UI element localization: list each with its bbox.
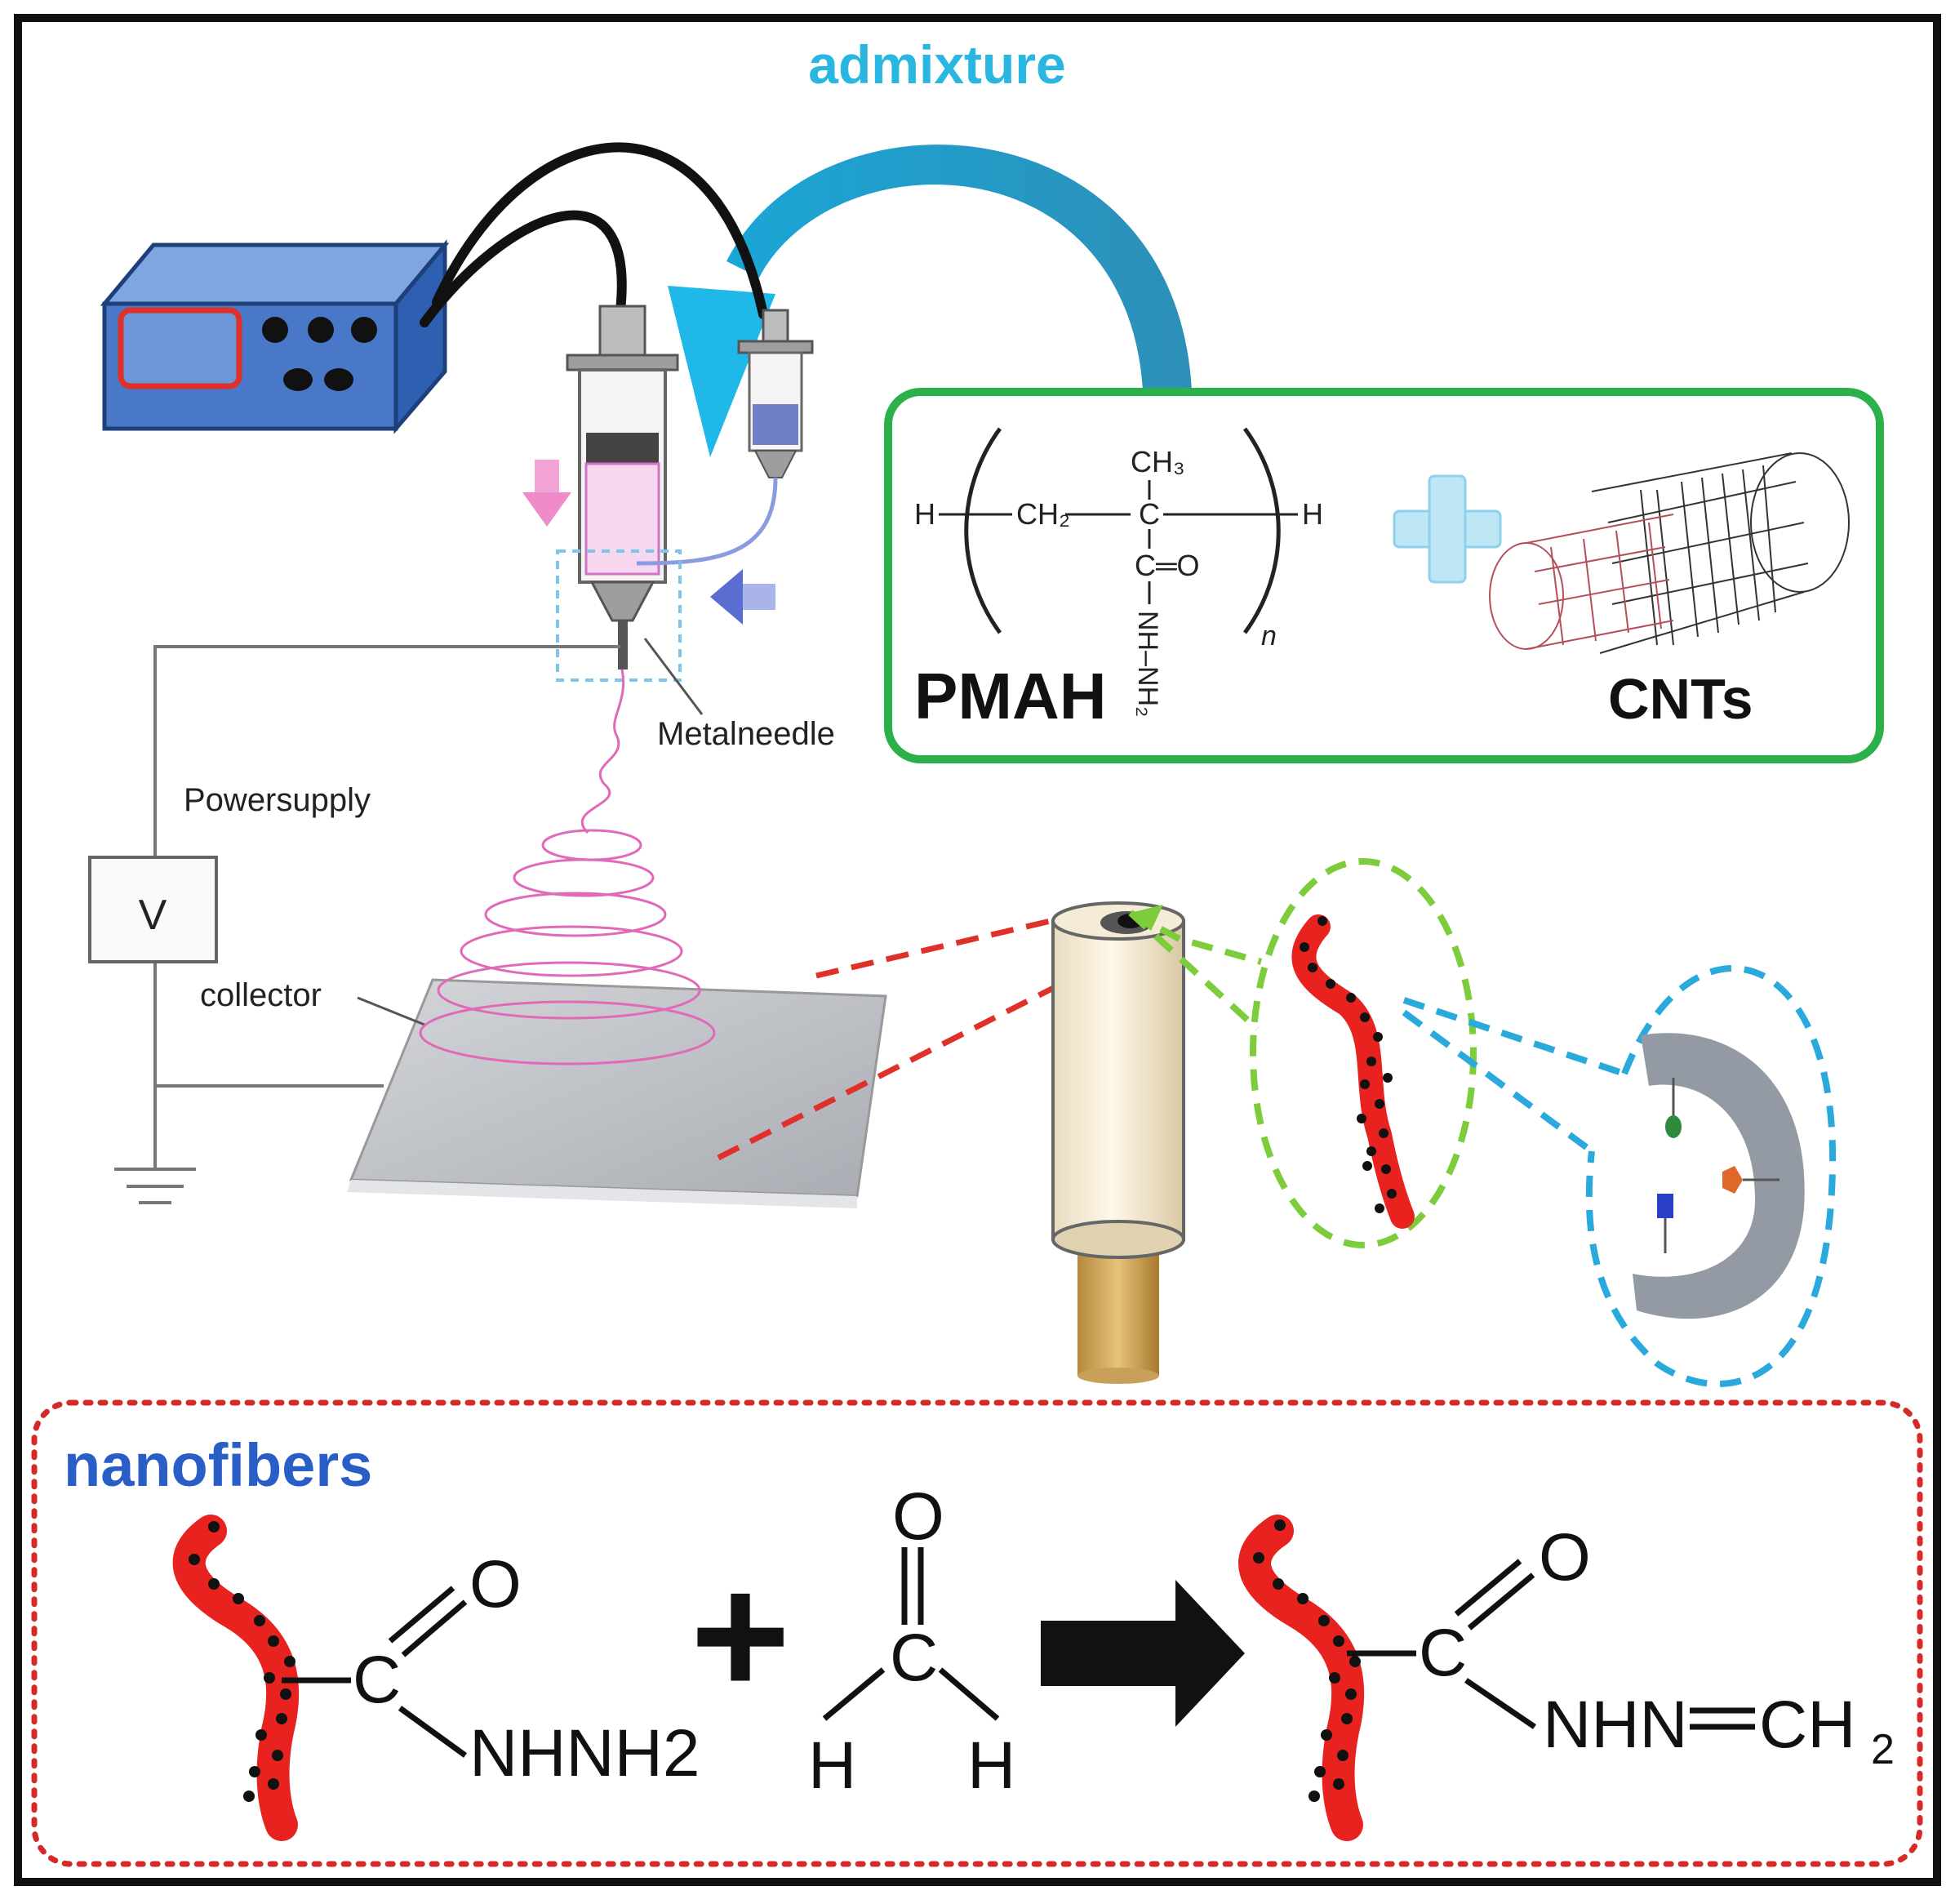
figure-border <box>14 14 1941 1886</box>
product-ch: CH <box>1759 1688 1855 1762</box>
reactant-group: NHNH2 <box>469 1716 700 1791</box>
cnt-illustration <box>1489 452 1850 654</box>
voltmeter-label: V <box>139 892 167 939</box>
voltmeter-box <box>88 856 218 963</box>
reactant-c: C <box>353 1643 401 1717</box>
cnts-label: CNTs <box>1608 667 1753 731</box>
pmah-ch3: CH₃ <box>1131 445 1185 478</box>
needle-leader-line <box>643 638 704 715</box>
pmah-h-right: H <box>1302 497 1323 531</box>
nanofibers-label: nanofibers <box>64 1431 372 1499</box>
product-fiber <box>1238 1515 1365 1841</box>
projection-lines-blue <box>1402 997 1626 1154</box>
needle-zoom-box <box>556 549 682 682</box>
cable-2 <box>432 142 768 319</box>
aldehyde-h-left: H <box>808 1728 856 1803</box>
small-syringe <box>636 309 814 566</box>
fiber-zoom-ellipse <box>1250 858 1477 1248</box>
formaldehyde: O C H H <box>808 1479 1015 1803</box>
polymer-crescent <box>1633 1033 1805 1319</box>
orange-group <box>1722 1166 1743 1194</box>
collector-label: collector <box>200 977 322 1013</box>
power-supply-device <box>100 239 450 434</box>
aldehyde-h-right: H <box>967 1728 1015 1803</box>
fiber-cylinder <box>1051 901 1185 1384</box>
product-c: C <box>1419 1616 1467 1690</box>
blue-group <box>1657 1194 1673 1218</box>
circuit-wires <box>114 645 620 1204</box>
light-blue-plus <box>1393 474 1502 584</box>
pmah-nh-nh2: NH–NH₂ <box>1132 611 1163 717</box>
product-o: O <box>1539 1520 1591 1595</box>
pmah-n-subscript: n <box>1261 621 1277 652</box>
power-supply-label: Powersupply <box>184 782 371 818</box>
molecule-zoom-outline <box>1585 965 1837 1387</box>
product-nhn: NHN <box>1543 1688 1688 1762</box>
aldehyde-c: C <box>890 1621 938 1695</box>
pmah-formula: H CH₂ CH₃ C H C═O NH–NH₂ n PMAH <box>914 427 1323 732</box>
pink-down-arrow <box>522 460 571 527</box>
nanofibers-reaction-box <box>31 1399 1923 1867</box>
main-syringe <box>566 305 679 670</box>
pmah-ch2: CH₂ <box>1016 497 1070 531</box>
reactant-fiber <box>172 1515 300 1841</box>
admixture-label: admixture <box>808 34 1065 95</box>
collector-plate <box>347 978 887 1208</box>
pmah-c: C <box>1139 497 1160 531</box>
aldehyde-o: O <box>892 1479 944 1554</box>
pmah-c-eq-o: C═O <box>1135 549 1200 582</box>
product-subscript: 2 <box>1871 1726 1895 1773</box>
metal-needle-label: Metalneedle <box>657 716 835 752</box>
fiber-jet-spiral <box>419 669 716 1065</box>
projection-lines-red <box>717 910 1095 1161</box>
reactant-o: O <box>469 1547 522 1622</box>
pmah-label: PMAH <box>914 660 1107 732</box>
admixture-arrow <box>668 145 1192 457</box>
cable-1 <box>420 210 627 327</box>
blue-left-arrow <box>710 569 775 625</box>
reaction-arrow <box>1041 1580 1245 1727</box>
display-screen <box>118 307 242 389</box>
reaction-plus: + <box>691 1539 791 1731</box>
green-group <box>1665 1115 1682 1138</box>
collector-leader-line <box>357 996 425 1026</box>
pmah-h-left: H <box>914 497 935 531</box>
fiber-segment-zoomed <box>1291 914 1415 1229</box>
